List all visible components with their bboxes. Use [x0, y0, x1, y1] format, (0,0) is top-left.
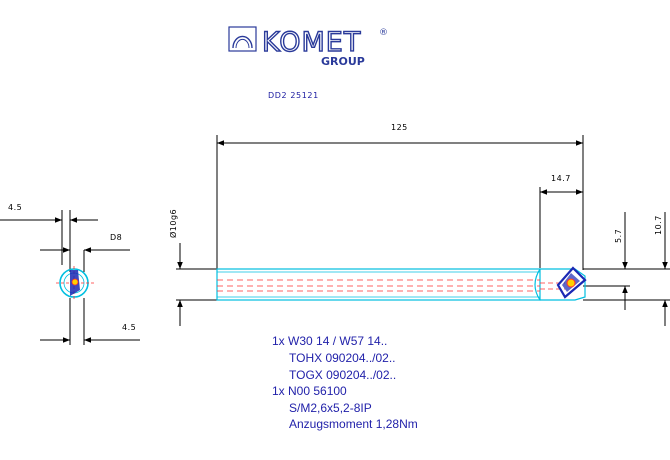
insert-icon	[556, 266, 587, 299]
logo-group-text: GROUP	[321, 55, 365, 68]
logo-brand-text: KOMET	[262, 27, 361, 58]
note-line-1: 1x W30 14 / W57 14..	[272, 334, 387, 348]
dim-bottom-offset-label: 4.5	[122, 323, 136, 332]
note-line-3: TOGX 090204../02..	[289, 368, 396, 382]
dimension-heights: 5.7 10.7	[583, 212, 670, 326]
dim-height-a-label: 5.7	[614, 229, 623, 243]
parts-list: 1x W30 14 / W57 14.. TOHX 090204../02.. …	[272, 334, 418, 431]
dim-overall-length-label: 125	[391, 123, 408, 132]
logo-registered-mark: ®	[379, 28, 388, 38]
dim-height-b-label: 10.7	[654, 215, 663, 235]
note-line-5: S/M2,6x5,2-8IP	[289, 401, 372, 415]
note-line-4: 1x N00 56100	[272, 384, 347, 398]
dimension-overall-length: 125	[216, 123, 584, 270]
part-number: DD2 25121	[268, 91, 319, 100]
dim-insert-length-label: 14.7	[551, 174, 571, 183]
tool-body	[216, 268, 586, 301]
end-view: 4.5 D8 4.5	[0, 203, 140, 345]
dim-d-label: D8	[110, 233, 122, 242]
dim-shank-diameter-label: Ø10g6	[168, 209, 178, 238]
komet-logo: KOMET ® GROUP	[228, 26, 388, 68]
logo-arc-icon	[228, 26, 257, 52]
note-line-2: TOHX 090204../02..	[289, 351, 396, 365]
note-line-6: Anzugsmoment 1,28Nm	[289, 417, 418, 431]
dim-left-offset-label: 4.5	[8, 203, 22, 212]
dimension-shank-diameter: Ø10g6	[168, 209, 217, 326]
dimension-insert-length: 14.7	[539, 174, 583, 268]
